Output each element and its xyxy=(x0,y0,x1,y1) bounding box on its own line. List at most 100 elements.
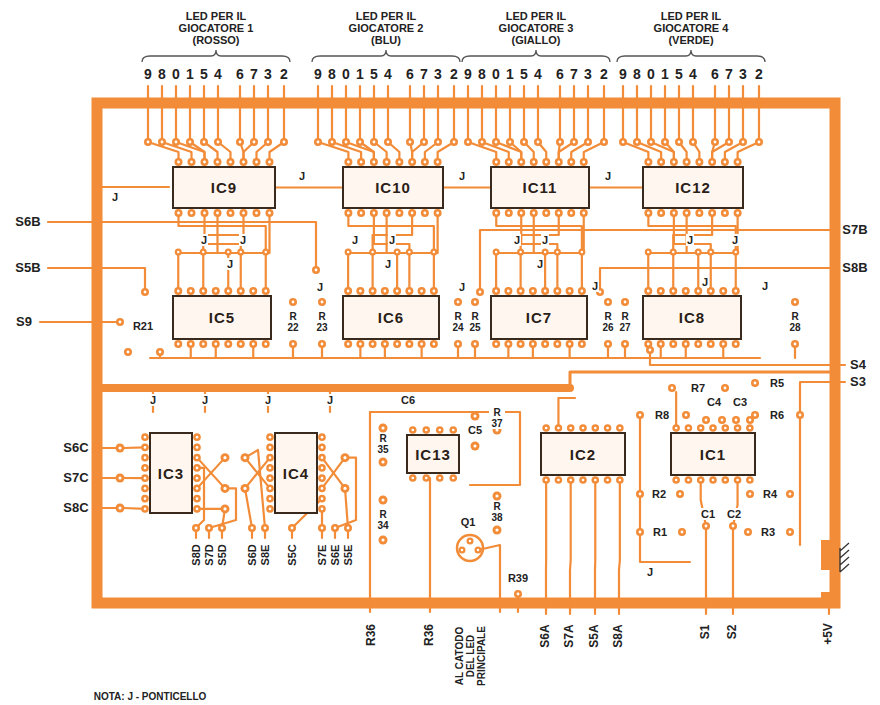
drill-hole xyxy=(315,269,318,272)
drill-hole xyxy=(672,161,675,164)
pin-number: 6 xyxy=(555,67,565,82)
copper-trace xyxy=(267,86,269,142)
solder-pad xyxy=(434,158,442,166)
solder-pad xyxy=(383,209,391,217)
drill-hole xyxy=(474,343,477,346)
drill-hole xyxy=(570,161,573,164)
solder-pad xyxy=(657,209,665,217)
solder-pad xyxy=(591,424,599,432)
drill-hole xyxy=(144,508,147,511)
drill-hole xyxy=(321,436,324,439)
part-label: R 37 xyxy=(489,407,505,429)
drill-hole xyxy=(196,508,199,511)
drill-hole xyxy=(196,467,199,470)
solder-pad xyxy=(318,485,326,493)
chip-label: IC13 xyxy=(415,446,451,463)
group-bracket xyxy=(617,50,765,62)
solder-pad xyxy=(732,287,740,295)
solder-pad xyxy=(193,454,201,462)
copper-trace xyxy=(732,526,734,614)
bus-trace xyxy=(590,186,642,188)
drill-hole xyxy=(724,427,727,430)
copper-trace xyxy=(678,86,680,142)
board-outline xyxy=(97,103,835,603)
drill-hole xyxy=(698,161,701,164)
copper-trace xyxy=(409,86,411,142)
drill-hole xyxy=(685,161,688,164)
pin-number: 4 xyxy=(213,67,223,82)
solder-pad xyxy=(193,464,201,472)
solder-pad xyxy=(434,209,442,217)
drill-hole xyxy=(692,141,695,144)
part-label: Q1 xyxy=(460,516,477,528)
part-label: J xyxy=(541,234,549,246)
solder-pad xyxy=(504,287,512,295)
solder-pad xyxy=(695,158,703,166)
drill-hole xyxy=(735,419,738,422)
solder-pad xyxy=(240,209,248,217)
solder-pad xyxy=(657,287,665,295)
solder-pad xyxy=(288,524,296,532)
ic-chip: IC3 xyxy=(149,432,193,514)
pin-number: 9 xyxy=(143,67,153,82)
solder-pad xyxy=(670,249,677,256)
drill-hole xyxy=(372,212,375,215)
drill-hole xyxy=(531,343,534,346)
drill-hole xyxy=(734,290,737,293)
solder-pad xyxy=(514,590,522,598)
drill-hole xyxy=(754,382,757,385)
part-label: R4 xyxy=(762,488,778,500)
solder-pad xyxy=(262,249,269,256)
drill-hole xyxy=(343,487,346,490)
solder-pad xyxy=(199,287,207,295)
solder-pad xyxy=(719,340,727,348)
solder-pad xyxy=(175,209,183,217)
solder-pad xyxy=(580,209,588,217)
solder-pad xyxy=(249,340,257,348)
solder-pad xyxy=(471,442,480,451)
solder-pad xyxy=(689,138,697,146)
part-label: R36 xyxy=(423,623,436,647)
pin-number: 8 xyxy=(157,67,167,82)
drill-hole xyxy=(545,479,548,482)
drill-hole xyxy=(373,141,376,144)
ic-chip: IC10 xyxy=(342,166,444,209)
pin-number: 2 xyxy=(449,67,459,82)
drill-hole xyxy=(383,290,386,293)
drill-hole xyxy=(495,141,498,144)
bus-trace xyxy=(276,186,342,188)
drill-hole xyxy=(794,343,797,346)
drill-hole xyxy=(175,141,178,144)
copper-trace xyxy=(573,86,575,142)
solder-pad xyxy=(344,524,352,532)
drill-hole xyxy=(481,141,484,144)
drill-hole xyxy=(269,436,272,439)
solder-pad xyxy=(657,340,665,348)
solder-pad xyxy=(734,476,742,484)
drill-hole xyxy=(495,212,498,215)
solder-pad xyxy=(604,298,612,306)
group-bracket xyxy=(312,50,460,62)
copper-trace xyxy=(331,86,333,142)
copper-trace xyxy=(48,268,145,290)
copper-trace xyxy=(369,412,371,612)
solder-pad xyxy=(201,158,209,166)
solder-pad xyxy=(430,249,437,256)
drill-hole xyxy=(239,141,242,144)
copper-trace xyxy=(345,86,347,142)
solder-pad xyxy=(517,287,525,295)
drill-hole xyxy=(292,301,295,304)
part-label: R39 xyxy=(507,572,529,584)
solder-pad xyxy=(318,505,326,513)
drill-hole xyxy=(537,141,540,144)
solder-pad xyxy=(370,209,378,217)
drill-hole xyxy=(495,528,498,531)
solder-pad xyxy=(566,340,574,348)
solder-pad xyxy=(732,340,740,348)
copper-trace xyxy=(742,86,744,142)
solder-pad xyxy=(430,287,438,295)
drill-hole xyxy=(381,498,384,501)
solder-pad xyxy=(379,496,388,505)
drill-hole xyxy=(714,141,717,144)
chip-label: IC6 xyxy=(378,309,404,326)
